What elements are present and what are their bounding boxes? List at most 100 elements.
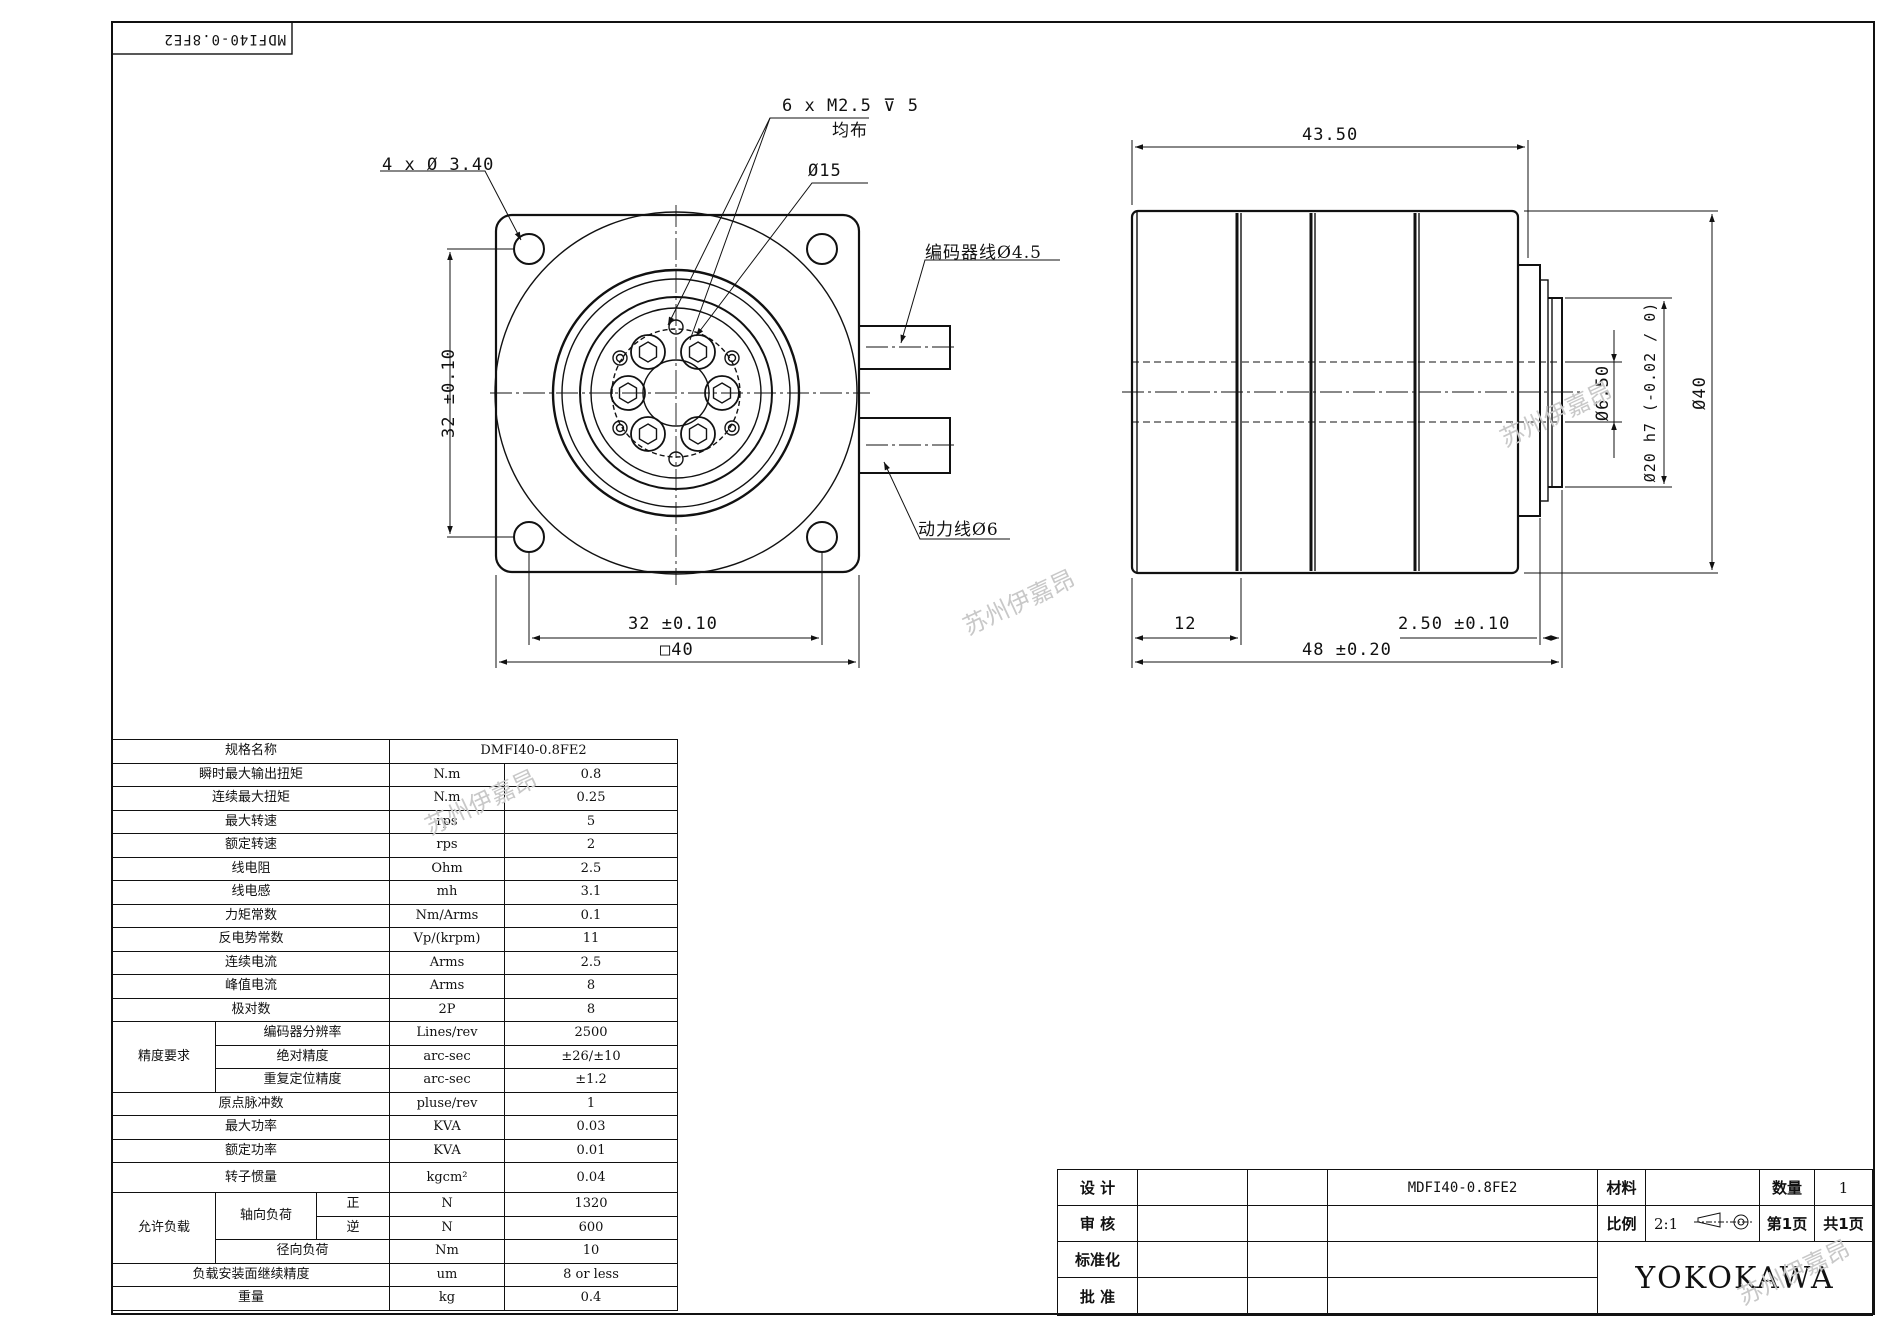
review-date-cell bbox=[1247, 1205, 1328, 1242]
spec-unit: mh bbox=[389, 880, 505, 905]
blank-cell bbox=[1327, 1205, 1598, 1242]
spec-value: 1320 bbox=[504, 1192, 678, 1217]
spec-label: 重量 bbox=[112, 1286, 390, 1311]
spec-unit: Arms bbox=[389, 950, 505, 975]
standard-cell bbox=[1137, 1241, 1248, 1278]
spec-unit: Nm/Arms bbox=[389, 903, 505, 928]
approve-cell bbox=[1137, 1277, 1248, 1316]
table-row: 径向负荷 Nm 10 bbox=[113, 1239, 678, 1264]
spec-value: 0.1 bbox=[504, 903, 678, 928]
spec-unit: 2P bbox=[389, 997, 505, 1022]
axial-load-label: 轴向负荷 bbox=[215, 1192, 317, 1240]
design-label: 设 计 bbox=[1057, 1169, 1138, 1206]
spec-value: 2500 bbox=[504, 1021, 678, 1046]
spec-label: 反电势常数 bbox=[112, 927, 390, 952]
spec-value: 10 bbox=[504, 1239, 678, 1264]
spec-label: 线电阻 bbox=[112, 856, 390, 881]
spec-value: 0.03 bbox=[504, 1115, 678, 1140]
spec-unit: KVA bbox=[389, 1138, 505, 1163]
review-label: 审 核 bbox=[1057, 1205, 1138, 1242]
spec-value: ±1.2 bbox=[504, 1068, 678, 1093]
axial-neg-label: 逆 bbox=[316, 1215, 390, 1240]
spec-label: 峰值电流 bbox=[112, 974, 390, 999]
approve-label: 批 准 bbox=[1057, 1277, 1138, 1316]
front-view bbox=[490, 205, 955, 585]
title-row: 设 计 MDFI40-0.8FE2 材料 数量 1 bbox=[1057, 1169, 1873, 1206]
top-tag: MDFI40-0.8FE2 bbox=[163, 31, 286, 47]
spec-label: 编码器分辨率 bbox=[215, 1021, 390, 1046]
brand-name: YOKOKAWA bbox=[1635, 1261, 1835, 1296]
spec-value: ±26/±10 bbox=[504, 1044, 678, 1069]
spec-unit: arc-sec bbox=[389, 1068, 505, 1093]
spec-value: 2.5 bbox=[504, 856, 678, 881]
dim-thread-even: 均布 bbox=[832, 121, 868, 141]
spec-header-row: 规格名称 DMFI40-0.8FE2 bbox=[112, 739, 678, 764]
load-group-label: 允许负载 bbox=[112, 1192, 216, 1264]
spec-value: 0.4 bbox=[504, 1286, 678, 1311]
spec-unit: Arms bbox=[389, 974, 505, 999]
part-number: MDFI40-0.8FE2 bbox=[1327, 1169, 1598, 1206]
spec-unit: N bbox=[389, 1192, 505, 1217]
power-line-label: 动力线Ø6 bbox=[918, 520, 999, 540]
dim-dia15: Ø15 bbox=[808, 161, 842, 181]
radial-load-label: 径向负荷 bbox=[215, 1239, 390, 1264]
spec-unit: Vp/(krpm) bbox=[389, 927, 505, 952]
scale-value: 2:1 bbox=[1654, 1214, 1679, 1233]
blank-cell bbox=[1327, 1241, 1598, 1278]
spec-label: 极对数 bbox=[112, 997, 390, 1022]
page-label: 第1页 bbox=[1759, 1205, 1815, 1242]
spec-unit: N bbox=[389, 1215, 505, 1240]
spec-label: 连续电流 bbox=[112, 950, 390, 975]
spec-unit: Lines/rev bbox=[389, 1021, 505, 1046]
spec-label: 负载安装面继续精度 bbox=[112, 1262, 390, 1287]
top-tag-box bbox=[111, 21, 293, 55]
design-cell bbox=[1137, 1169, 1248, 1206]
spec-value: 8 or less bbox=[504, 1262, 678, 1287]
spec-label: 原点脉冲数 bbox=[112, 1091, 390, 1116]
total-pages-label: 共1页 bbox=[1814, 1205, 1873, 1242]
dim-2-50: 2.50 ±0.10 bbox=[1398, 614, 1511, 634]
spec-unit: KVA bbox=[389, 1115, 505, 1140]
spec-unit: kg bbox=[389, 1286, 505, 1311]
spec-value: 1 bbox=[504, 1091, 678, 1116]
brand-cell: YOKOKAWA bbox=[1597, 1241, 1873, 1316]
spec-unit: um bbox=[389, 1262, 505, 1287]
title-row: 批 准 bbox=[1057, 1277, 1873, 1316]
dim-dia-40: Ø40 bbox=[1690, 376, 1710, 410]
spec-value: 11 bbox=[504, 927, 678, 952]
spec-label: 转子惯量 bbox=[112, 1162, 390, 1193]
spec-label: 额定功率 bbox=[112, 1138, 390, 1163]
spec-value: 0.04 bbox=[504, 1162, 678, 1193]
dim-corner-holes: 4 x Ø 3.40 bbox=[382, 155, 495, 175]
spec-label: 最大转速 bbox=[112, 809, 390, 834]
title-row: 审 核 比例 2:1 第1页 共1页 bbox=[1057, 1205, 1873, 1242]
spec-label: 连续最大扭矩 bbox=[112, 786, 390, 811]
dim-dia-20-h7: Ø20 h7 (-0.02 / 0) bbox=[1641, 301, 1659, 483]
spec-label: 绝对精度 bbox=[215, 1044, 390, 1069]
table-row: 逆 N 600 bbox=[113, 1215, 678, 1240]
dim-square-40: □40 bbox=[660, 640, 694, 660]
spec-value: 2 bbox=[504, 833, 678, 858]
side-view bbox=[1122, 209, 1580, 575]
dim-vertical-32: 32 ±0.10 bbox=[439, 348, 459, 438]
spec-unit: rps bbox=[389, 833, 505, 858]
spec-label: 最大功率 bbox=[112, 1115, 390, 1140]
spec-value: 3.1 bbox=[504, 880, 678, 905]
spec-label: 瞬时最大输出扭矩 bbox=[112, 762, 390, 787]
